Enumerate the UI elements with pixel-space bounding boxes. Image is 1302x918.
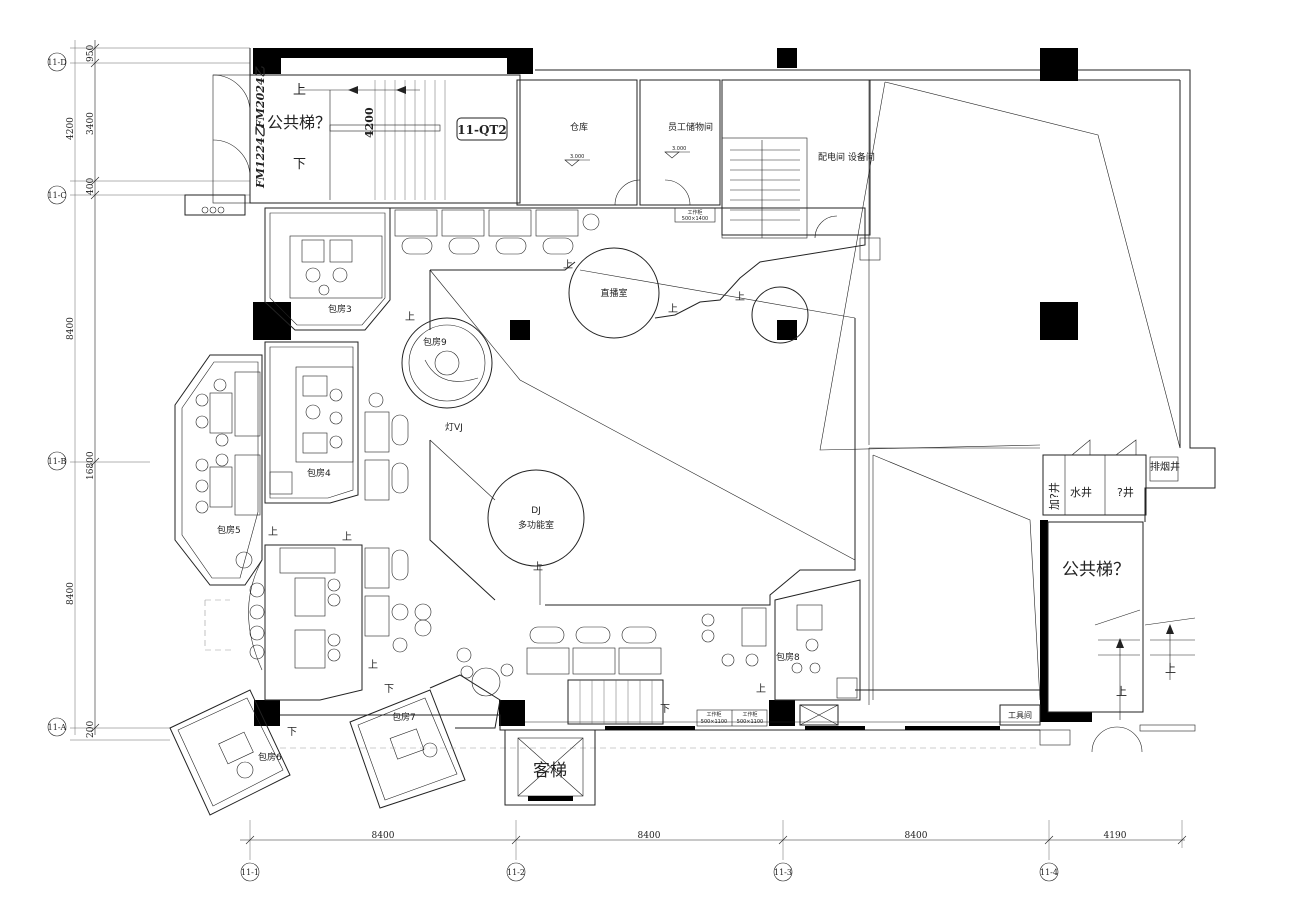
room-6: 包房6 xyxy=(258,751,282,763)
vip-up: 上 xyxy=(735,291,745,303)
grid-label-11-4: 11-4 xyxy=(1040,868,1058,877)
main-stair-down: 下 xyxy=(660,704,670,715)
dim-bottom-1: 8400 xyxy=(372,831,395,841)
dj-up: 上 xyxy=(533,561,543,573)
elev-storage: 3.000 xyxy=(672,146,686,152)
dim-4200: 4200 xyxy=(66,117,76,140)
dim-bottom-2: 8400 xyxy=(638,831,661,841)
cabinet-lower-size-1: 500×1100 xyxy=(701,719,727,725)
grid-row-markers: 11-D 11-C 11-B 11-A xyxy=(47,52,67,737)
outer-walls xyxy=(249,48,1216,705)
room9-up: 上 xyxy=(405,311,415,323)
cabinet-upper-size: 500×1400 xyxy=(682,216,708,222)
east-core: 水井 ?井 排烟井 加?井 公共梯？ 上 上 xyxy=(1039,439,1196,753)
room-5: 包房5 xyxy=(217,524,241,536)
room8-up: 上 xyxy=(756,683,766,695)
bottom-dimension-chain: 8400 8400 8400 4190 xyxy=(240,820,1187,860)
room-power-equip: 配电间 设备间 xyxy=(818,151,875,163)
room-4: 包房4 xyxy=(307,467,331,479)
room-7: 包房7 xyxy=(392,711,416,723)
room7-down: 下 xyxy=(384,684,394,695)
grid-label-11-1: 11-1 xyxy=(241,868,259,877)
grid-label-11-A: 11-A xyxy=(48,723,67,732)
live-up: 上 xyxy=(563,259,573,271)
east-stair-up: 上 xyxy=(1116,685,1127,698)
door-fm2024: FM2024乙 xyxy=(254,65,267,129)
water-well: 水井 xyxy=(1070,485,1092,499)
structural-columns xyxy=(253,48,1092,726)
grid-bubble-11-B xyxy=(47,451,67,471)
east-stair-up-2: 上 xyxy=(1165,662,1176,675)
grid-label-11-C: 11-C xyxy=(47,191,66,200)
multi-room: 多功能室 xyxy=(518,519,554,531)
public-stair-label-top: 公共梯？ xyxy=(267,113,331,132)
grid-label-11-3: 11-3 xyxy=(774,868,792,877)
left-dimension-labels: 950 4200 3400 400 8400 16800 8400 200 xyxy=(66,45,96,738)
add-well: 加?井 xyxy=(1047,482,1061,510)
dim-200: 200 xyxy=(86,721,96,738)
grid-bubble-11-D xyxy=(47,52,67,72)
q-well: ?井 xyxy=(1117,485,1134,499)
main-hall: 直播室 上 上 上 包房9 上 灯VJ DJ 多功能室 上 xyxy=(265,207,866,697)
room-8: 包房8 xyxy=(776,651,800,663)
dim-8400-a: 8400 xyxy=(66,317,76,340)
grid-label-11-D: 11-D xyxy=(47,58,66,67)
dim-3400: 3400 xyxy=(86,112,96,135)
dim-bottom-4: 4190 xyxy=(1104,831,1127,841)
stair-dim: 4200 xyxy=(363,107,376,138)
room-3: 包房3 xyxy=(328,303,352,315)
public-stair-label-east: 公共梯？ xyxy=(1062,560,1130,580)
room-9: 包房9 xyxy=(423,336,447,348)
light-vj: 灯VJ xyxy=(445,422,463,433)
elev-warehouse: 3.000 xyxy=(570,154,584,160)
room6-down: 下 xyxy=(287,727,297,738)
left-dimension-chain xyxy=(70,40,250,741)
grid-bubble-11-A xyxy=(47,717,67,737)
cabinet-lower-title-2: 工作柜 xyxy=(742,711,757,718)
live-up-2: 上 xyxy=(668,303,678,315)
tool-room: 工具间 xyxy=(1008,711,1032,720)
stair-tag: 11-QT2 xyxy=(457,123,506,137)
dim-8400-b: 8400 xyxy=(66,582,76,605)
cabinet-upper-title: 工作柜 xyxy=(687,209,702,216)
room-staff-storage: 员工储物间 xyxy=(668,121,713,133)
dim-bottom-3: 8400 xyxy=(905,831,928,841)
grid-bubble-11-C xyxy=(47,185,67,205)
cabinet-lower-title-1: 工作柜 xyxy=(706,711,721,718)
south-front: 下 工作柜 500×1100 工作柜 500×1100 工具间 客梯 xyxy=(280,674,1041,806)
grid-column-markers: 11-1 11-2 11-3 11-4 xyxy=(240,862,1059,882)
grid-label-11-B: 11-B xyxy=(48,457,67,466)
door-fm1224: FM1224乙 xyxy=(254,125,267,189)
room-warehouse: 仓库 xyxy=(570,121,588,133)
room-live: 直播室 xyxy=(600,287,627,299)
dim-16800: 16800 xyxy=(86,451,96,480)
room5-up: 上 xyxy=(268,526,278,538)
guest-elevator: 客梯 xyxy=(533,761,567,781)
back-of-house: 仓库 员工储物间 配电间 设备间 3.000 3.000 工作柜 500×140… xyxy=(516,79,881,261)
grid-label-11-2: 11-2 xyxy=(507,868,525,877)
room-up-mid: 上 xyxy=(342,531,352,543)
cabinet-lower-size-2: 500×1100 xyxy=(737,719,763,725)
dj-label: DJ xyxy=(531,506,541,516)
dim-400: 400 xyxy=(86,178,96,195)
room-up-low: 上 xyxy=(368,659,378,671)
dim-950: 950 xyxy=(86,45,96,62)
vip-rooms: 包房3 包房4 包房5 上 xyxy=(169,207,861,816)
stair-up-label: 上 xyxy=(293,83,306,98)
smoke-well: 排烟井 xyxy=(1150,460,1180,473)
top-left-stair: 上 下 公共梯？ 4200 11-QT2 FM2024乙 FM1224乙 xyxy=(184,65,521,216)
stair-down-label: 下 xyxy=(293,157,306,172)
